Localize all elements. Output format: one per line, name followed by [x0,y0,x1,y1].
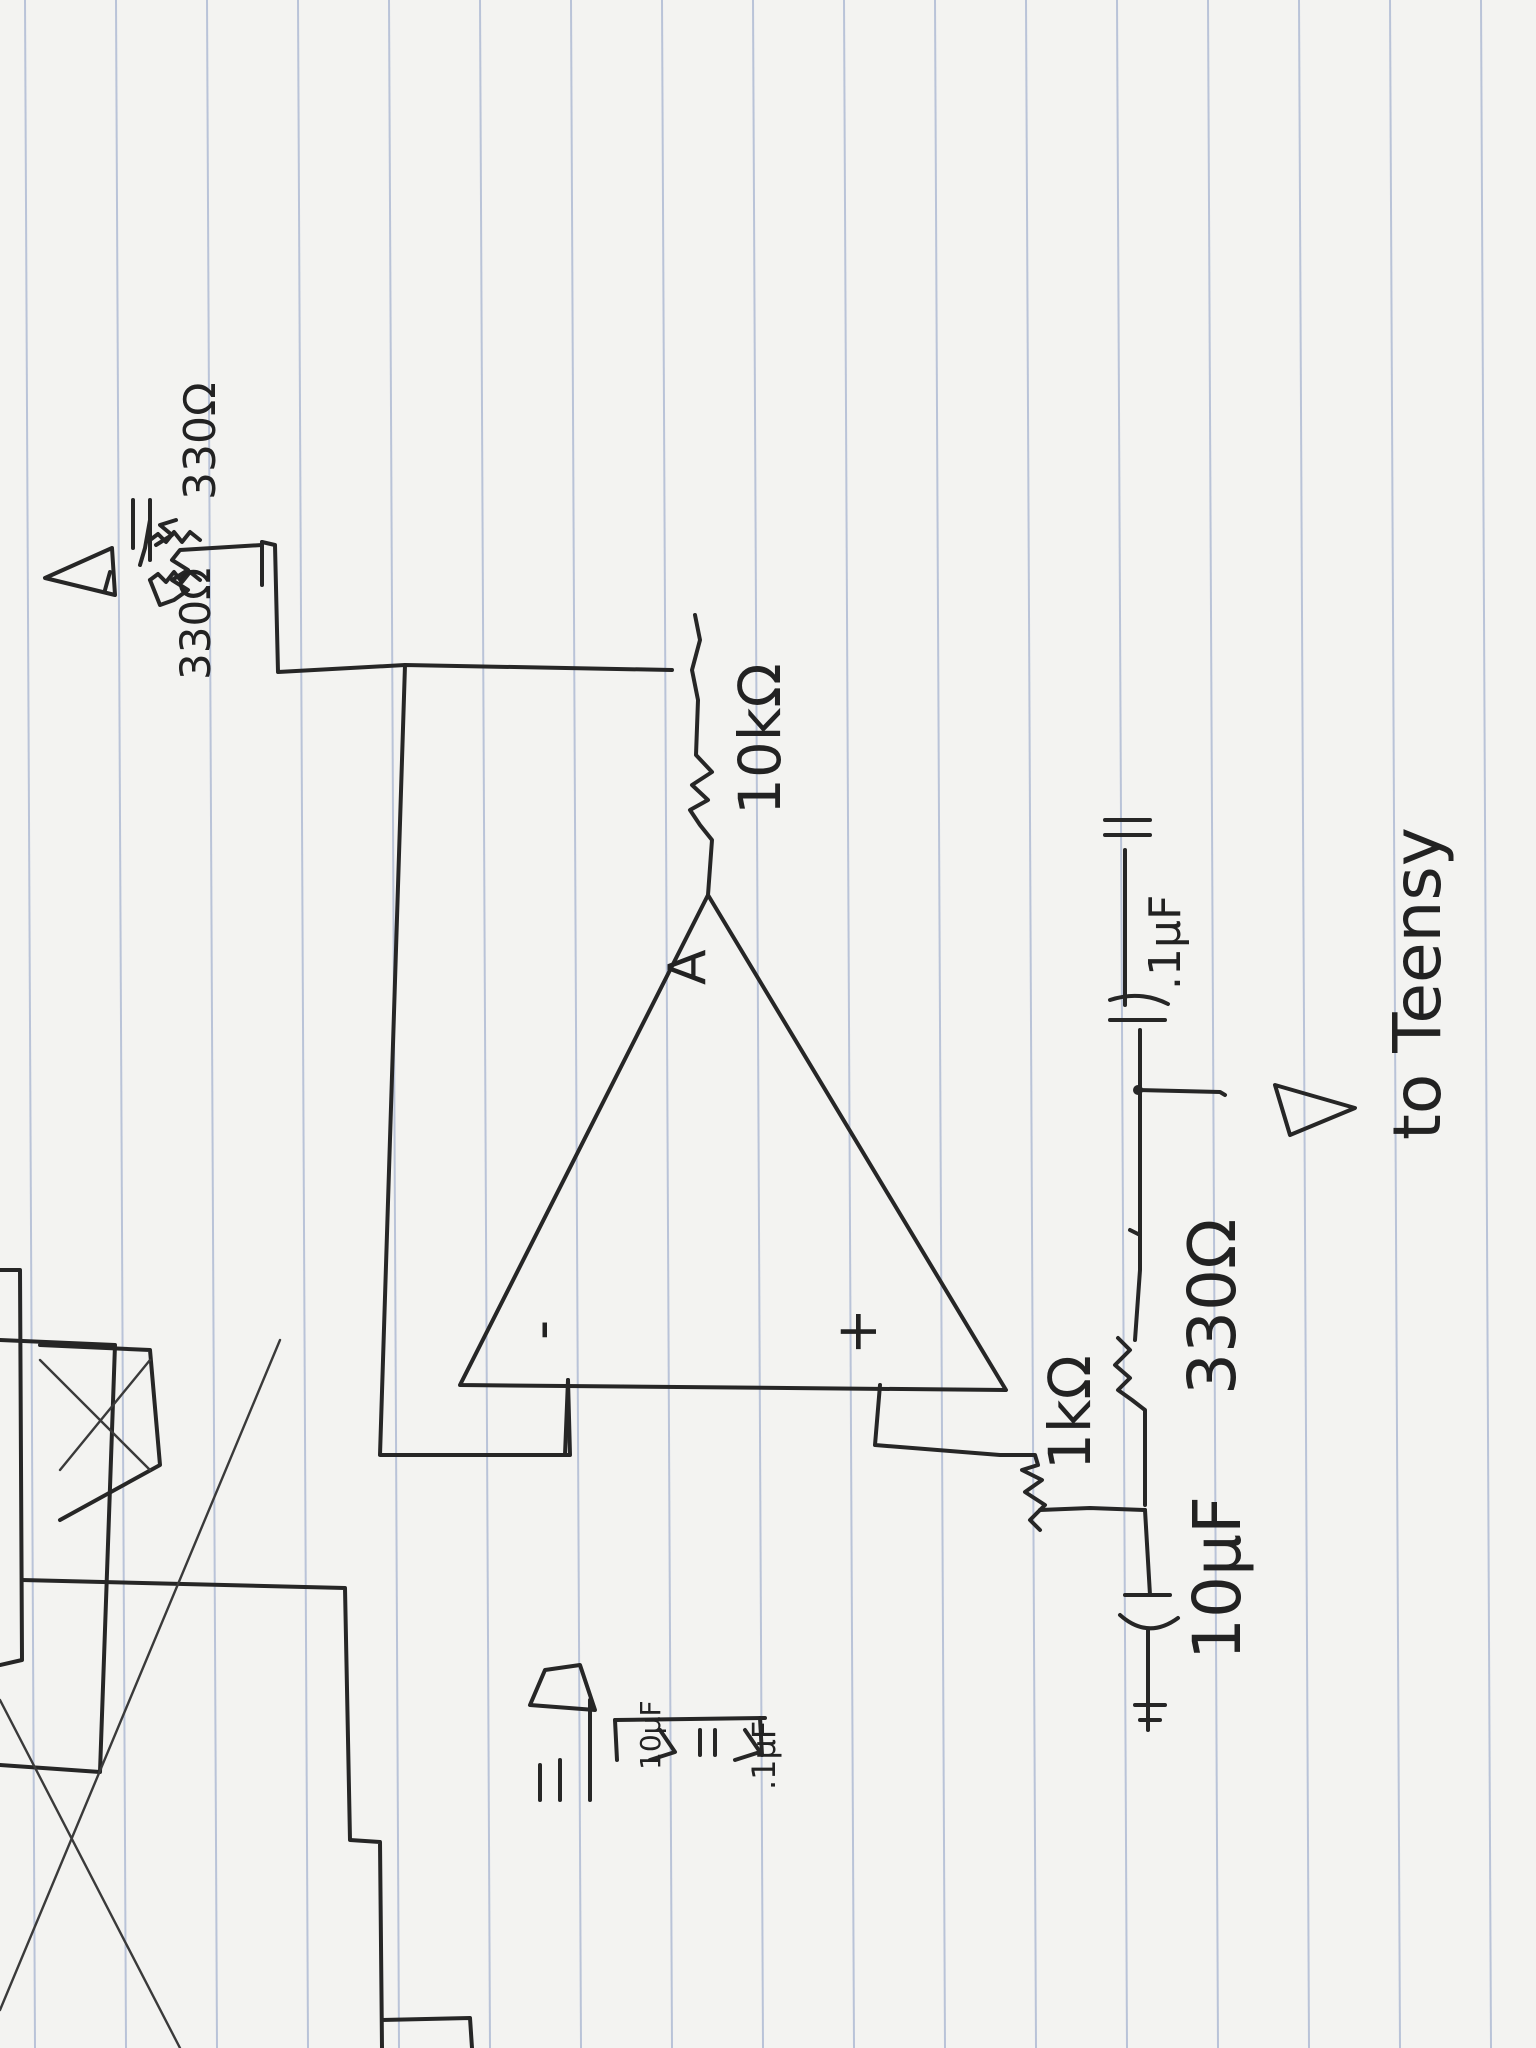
ruled-line [1207,0,1219,2048]
ruled-line [843,0,855,2048]
ruled-line [24,0,36,2048]
opamp-triangle [458,893,1008,1392]
opamp-plus-label: + [825,1308,890,1355]
ruled-line [297,0,309,2048]
opamp-minus-label: - [509,1320,574,1340]
supply-cap-small-label: .1μF [745,1721,783,1790]
ruled-line [752,0,764,2048]
ruled-line [934,0,946,2048]
input-capacitor-label: 10μF [1179,1496,1256,1660]
divider-resistor-symbols [148,530,202,584]
ruled-line [1025,0,1037,2048]
feedback-loop [260,540,674,1457]
minus-input-wire [563,1378,570,1457]
feedback-resistor-label: 10kΩ [726,663,794,815]
crossed-out-sketch [0,1268,474,2048]
plus-input-network [873,1228,1152,1597]
ruled-line [661,0,673,2048]
divider-resistor-b-label: 330Ω [175,382,226,500]
ruled-line [1298,0,1310,2048]
input-capacitor [1118,1593,1180,1732]
supply-cap-large-label: 10μF [634,1700,667,1770]
ground-triangle-top [43,498,135,597]
supply-decoupling [528,1663,767,1802]
ruled-line [479,0,491,2048]
ruled-line [1389,0,1401,2048]
voltage-divider [103,498,264,607]
ruled-line [1480,0,1492,2048]
input-resistor-label: 1kΩ [1036,1355,1104,1470]
ruled-line [206,0,218,2048]
ruled-lines [24,0,1492,2048]
filter-output-network [1103,818,1227,1237]
ruled-line [115,0,127,2048]
output-arrow-triangle [1273,1083,1357,1137]
ruled-line [1116,0,1128,2048]
opamp-label: A [658,949,718,985]
output-destination-label: to Teensy [1379,827,1456,1140]
filter-resistor-label: 330Ω [1174,1219,1251,1395]
ruled-line [570,0,582,2048]
output-feedback-resistor [688,613,714,897]
divider-resistor-a-label: 330Ω [171,568,220,680]
output-capacitor-label: .1μF [1140,895,1191,990]
